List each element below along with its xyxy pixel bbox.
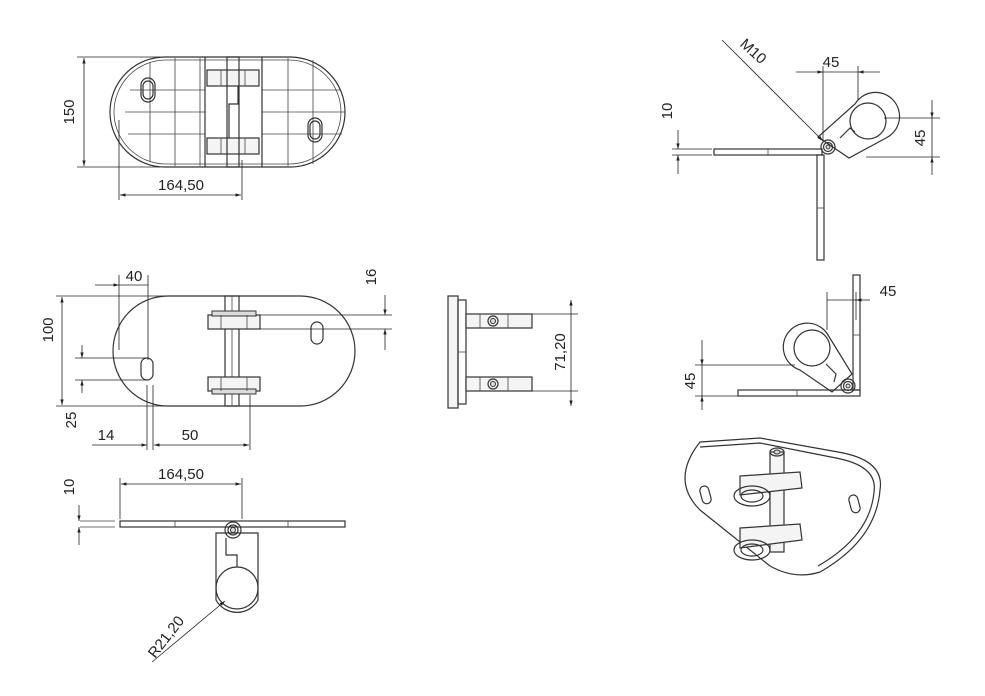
- dim-plate-100: 100: [40, 295, 165, 407]
- left-rib-grid: [125, 57, 206, 167]
- side-view: 71,20: [447, 295, 578, 409]
- dim-side-71-20: 71,20: [532, 300, 578, 406]
- dim-plate-16: 16: [260, 269, 392, 350]
- dim-text-164-50-top: 164,50: [158, 177, 204, 194]
- dim-top-height: 150: [61, 56, 160, 168]
- right-rib-grid: [261, 57, 345, 167]
- dim-right-45-h: 45: [796, 54, 880, 140]
- dim-right-45-v: 45: [866, 100, 940, 175]
- iso-clamp-top: [733, 471, 803, 507]
- dim-text-50: 50: [182, 427, 199, 444]
- dim-bottom-radius: R21,20: [145, 600, 226, 663]
- dim-text-25: 25: [63, 412, 80, 429]
- dim-bottom-width: 164,50: [119, 466, 243, 519]
- iso-clamp-bottom: [733, 523, 803, 561]
- dim-plate-40: 40: [95, 268, 149, 360]
- dim-text-100: 100: [40, 317, 57, 342]
- right-top-view: M10 45 45 10: [659, 36, 940, 261]
- right-folded-view: 45 45: [682, 274, 897, 410]
- bottom-view: 10 164,50 R21,20: [61, 466, 346, 663]
- hinge-center: [206, 56, 260, 168]
- dim-folded-45-h: 45: [826, 283, 897, 330]
- dim-text-45-folded-h: 45: [880, 283, 897, 300]
- dim-m10: M10: [721, 36, 824, 142]
- top-view: 150 164,50: [61, 56, 346, 200]
- dim-plate-25: 25: [63, 345, 148, 428]
- dim-text-45-v: 45: [912, 130, 929, 147]
- right-top-clamp: [817, 91, 901, 159]
- dim-text-45-h: 45: [823, 54, 840, 71]
- bottom-clamp: [215, 521, 259, 613]
- dim-folded-45-v: 45: [682, 340, 795, 410]
- side-clamp-top: [465, 313, 533, 329]
- plate-view: 40 100 25 14 50: [40, 268, 392, 450]
- dim-top-width: 164,50: [118, 120, 243, 200]
- dim-right-10: 10: [659, 103, 712, 174]
- dim-text-16: 16: [363, 269, 380, 286]
- side-clamp-bottom: [465, 376, 533, 392]
- plate-slot-right: [310, 321, 324, 345]
- dim-text-14: 14: [98, 427, 115, 444]
- dim-text-164-50-bottom: 164,50: [158, 466, 204, 483]
- plate-slot-left: [140, 357, 154, 381]
- dim-text-45-folded-v: 45: [682, 373, 699, 390]
- isometric-view: [684, 437, 882, 576]
- slot-left: [140, 77, 156, 103]
- plate-hinge: [207, 295, 261, 407]
- dim-text-m10: M10: [736, 36, 769, 68]
- dim-text-71-20: 71,20: [552, 333, 569, 371]
- dim-text-10-bottom: 10: [61, 479, 78, 496]
- dim-bottom-10: 10: [61, 479, 81, 545]
- dim-text-10-right: 10: [659, 103, 676, 120]
- dim-text-40: 40: [126, 268, 143, 285]
- dim-plate-14-50: 14 50: [92, 385, 251, 450]
- slot-right: [307, 117, 323, 143]
- dim-text-150: 150: [61, 99, 78, 124]
- right-folded-clamp: [782, 322, 856, 394]
